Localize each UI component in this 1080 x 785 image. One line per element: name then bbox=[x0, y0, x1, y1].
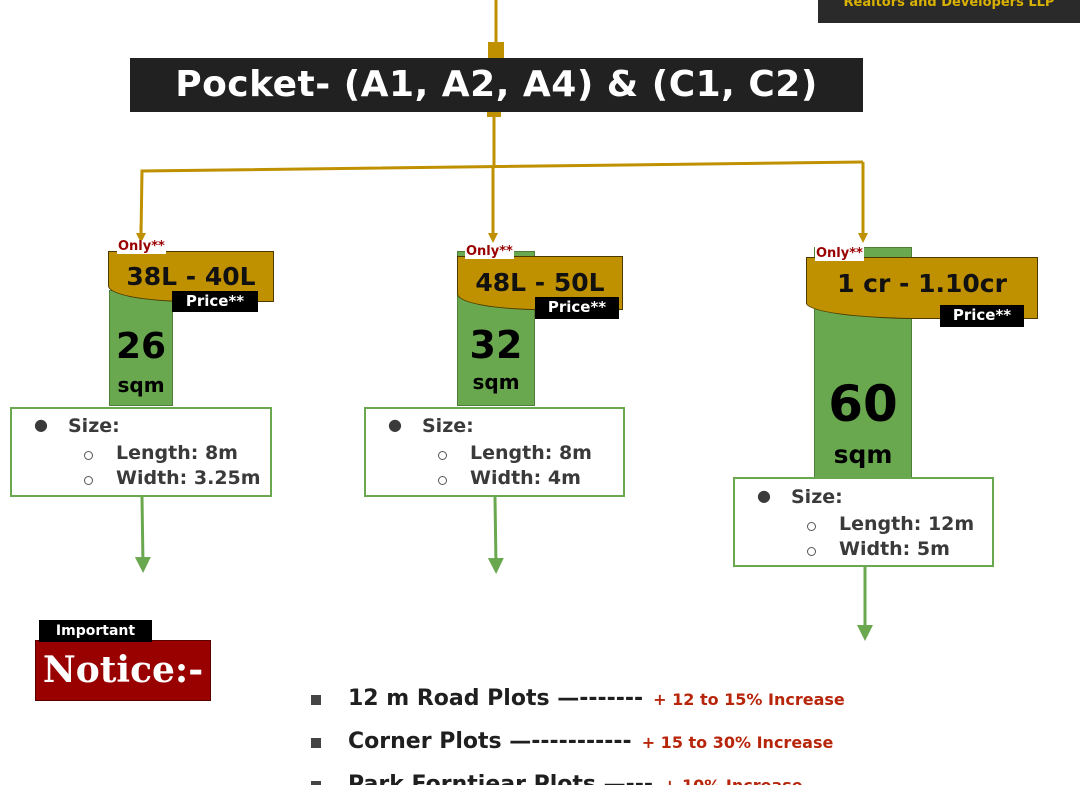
plot-1-length-circle bbox=[84, 451, 93, 460]
plot-2-width-circle bbox=[438, 476, 447, 485]
plot-1-size-value: 26 bbox=[115, 326, 167, 367]
increment-value-1: + 12 to 15% Increase bbox=[653, 690, 845, 709]
increment-value-3: + 10% Increase bbox=[663, 776, 803, 785]
increment-item-1: 12 m Road Plots —------- + 12 to 15% Incr… bbox=[311, 686, 1031, 714]
plot-3-length: Length: 12m bbox=[839, 513, 975, 535]
plot-2-length-circle bbox=[438, 451, 447, 460]
plot-2-price-tag: Price** bbox=[535, 297, 619, 319]
plot-1-width-circle bbox=[84, 476, 93, 485]
plot-3-bullet: ● bbox=[757, 486, 771, 505]
plot-1-length: Length: 8m bbox=[116, 442, 238, 464]
plot-1-price: 38L - 40L bbox=[126, 262, 256, 291]
plot-2-size-unit: sqm bbox=[472, 370, 520, 394]
page-title: Pocket- (A1, A2, A4) & (C1, C2) bbox=[130, 58, 863, 112]
plot-3-length-circle bbox=[807, 522, 816, 531]
plot-1-size-label: Size: bbox=[68, 415, 120, 437]
plot-1-bullet: ● bbox=[34, 415, 48, 434]
plot-2-only-label: Only** bbox=[465, 244, 514, 259]
increment-item-2: Corner Plots —----------- + 15 to 30% Inc… bbox=[311, 729, 1031, 757]
plot-1-only-label: Only** bbox=[117, 239, 166, 254]
plot-3-size-box: ● Size: Length: 12m Width: 5m bbox=[733, 477, 994, 567]
plot-2-length: Length: 8m bbox=[470, 442, 592, 464]
plot-2-size-box: ● Size: Length: 8m Width: 4m bbox=[364, 407, 625, 497]
plot-3-only-label: Only** bbox=[815, 246, 864, 261]
down-arrow-1 bbox=[134, 496, 151, 573]
plot-1-width: Width: 3.25m bbox=[116, 467, 261, 489]
brand-banner: Realtors and Developers LLP bbox=[818, 0, 1080, 23]
increment-item-3: Park Forntiear Plots —--- + 10% Increase bbox=[311, 772, 1031, 785]
increment-bullet-2 bbox=[311, 738, 321, 748]
plot-3-size-value: 60 bbox=[828, 375, 898, 433]
important-tag: Important bbox=[39, 620, 152, 642]
notice-box: Notice:- bbox=[35, 640, 211, 701]
top-node bbox=[488, 42, 504, 58]
increment-bullet-1 bbox=[311, 695, 321, 705]
plot-1-price-box: 38L - 40L bbox=[108, 251, 274, 302]
plot-3-price-tag: Price** bbox=[940, 305, 1024, 327]
increment-value-2: + 15 to 30% Increase bbox=[641, 733, 834, 752]
plot-3-width-circle bbox=[807, 547, 816, 556]
plot-3-size-label: Size: bbox=[791, 486, 843, 508]
increment-label-3: Park Forntiear Plots —--- bbox=[348, 772, 654, 785]
plot-2-bullet: ● bbox=[388, 415, 402, 434]
plot-2-width: Width: 4m bbox=[470, 467, 581, 489]
plot-3-price: 1 cr - 1.10cr bbox=[837, 269, 1007, 298]
plot-3-size-unit: sqm bbox=[833, 440, 893, 469]
increment-label-1: 12 m Road Plots —------- bbox=[348, 686, 644, 711]
down-arrow-2 bbox=[487, 496, 504, 574]
plot-3-width: Width: 5m bbox=[839, 538, 950, 560]
increment-label-2: Corner Plots —----------- bbox=[348, 729, 632, 754]
plot-1-price-tag: Price** bbox=[172, 291, 258, 312]
plot-2-price: 48L - 50L bbox=[475, 268, 605, 297]
plot-2-size-label: Size: bbox=[422, 415, 474, 437]
plot-1-size-column: 26 sqm bbox=[109, 290, 173, 406]
branch-connector bbox=[139, 160, 864, 236]
plot-1-size-box: ● Size: Length: 8m Width: 3.25m bbox=[10, 407, 272, 497]
plot-2-size-value: 32 bbox=[469, 323, 523, 367]
plot-1-size-unit: sqm bbox=[117, 373, 165, 397]
increment-bullet-3 bbox=[311, 781, 321, 785]
